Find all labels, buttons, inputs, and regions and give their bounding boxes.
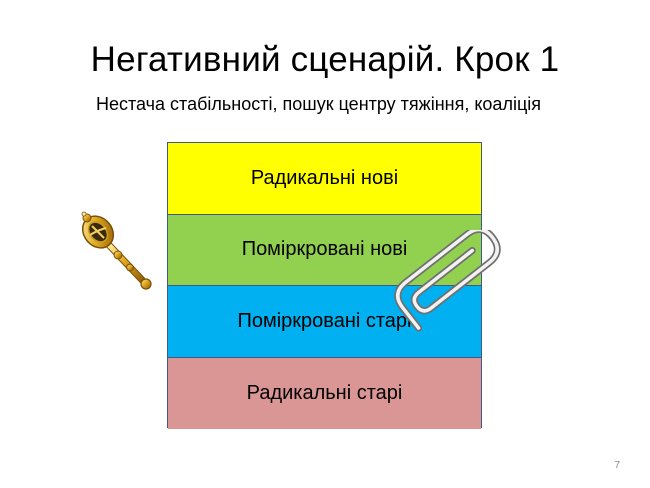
paperclip-icon: [394, 230, 501, 332]
slide-subtitle: Нестача стабільності, пошук центру тяжін…: [96, 94, 541, 114]
slide-title: Негативний сценарій. Крок 1: [90, 40, 560, 79]
layer-stack: Радикальні нові Поміркровані нові Помірк…: [167, 142, 482, 429]
layer-moderate-new: Поміркровані нові: [168, 214, 481, 286]
layer-label: Поміркровані нові: [241, 238, 408, 261]
layer-label: Радикальні нові: [250, 166, 399, 189]
layer-label: Поміркровані старі: [237, 309, 412, 332]
layer-radical-new: Радикальні нові: [168, 143, 481, 215]
layer-label: Радикальні старі: [246, 381, 403, 404]
layer-radical-old: Радикальні старі: [168, 357, 481, 429]
scepter-icon: [81, 211, 152, 290]
page-number: 7: [614, 460, 620, 471]
layer-moderate-old: Поміркровані старі: [168, 286, 481, 358]
